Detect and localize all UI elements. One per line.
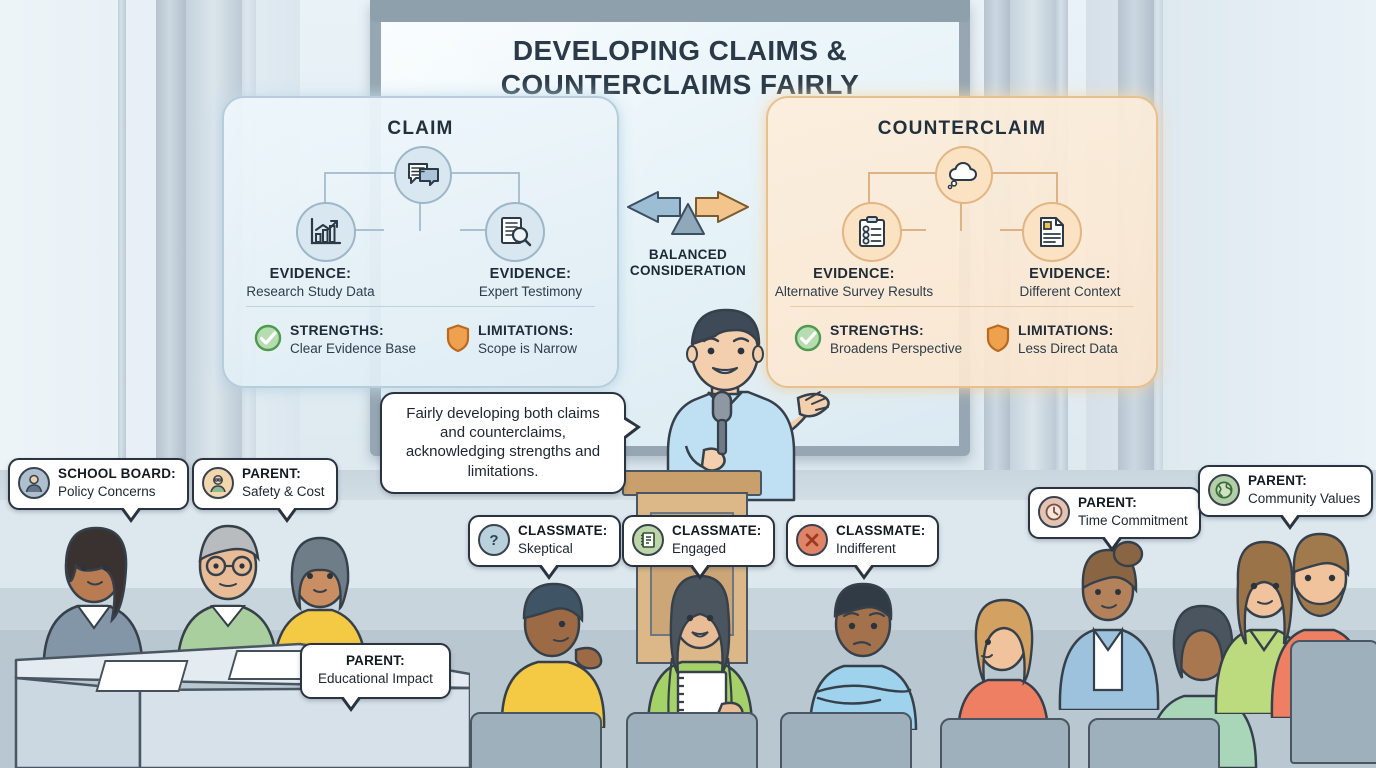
callout-head: PARENT: <box>1248 473 1307 488</box>
counter-connector-left-v <box>868 172 870 230</box>
chair-1 <box>470 712 602 768</box>
x-cross-icon <box>796 524 828 557</box>
title-line-1: DEVELOPING CLAIMS & <box>512 35 848 66</box>
counter-strengths-head: STRENGTHS: <box>830 322 924 338</box>
page-title: DEVELOPING CLAIMS & COUNTERCLAIMS FAIRLY <box>400 34 960 102</box>
person-glasses-icon <box>202 467 234 500</box>
callout-parent-educational-impact[interactable]: PARENT: Educational Impact <box>300 643 451 712</box>
speech-bubbles-icon <box>393 146 452 204</box>
claim-limitations-head: LIMITATIONS: <box>478 322 574 338</box>
claim-evidence-left-head: EVIDENCE: <box>269 266 352 282</box>
counter-panel-divider <box>790 306 1134 307</box>
counter-connector-center-v <box>960 198 962 231</box>
counterclaim-panel[interactable]: COUNTERCLAIM <box>766 96 1158 388</box>
claim-panel[interactable]: CLAIM <box>222 96 619 388</box>
pillar-1 <box>118 0 126 470</box>
claim-limitations-sub: Scope is Narrow <box>478 341 578 357</box>
claim-evidence-left-sub: Research Study Data <box>246 284 375 300</box>
balanced-consideration: BALANCED CONSIDERATION <box>612 190 764 279</box>
counter-limitations-row: LIMITATIONS: Less Direct Data <box>986 322 1118 359</box>
claim-evidence-right-head: EVIDENCE: <box>489 266 572 282</box>
callout-sub: Policy Concerns <box>58 484 156 500</box>
counter-evidence-right-head: EVIDENCE: <box>1029 266 1111 282</box>
balance-line-2: CONSIDERATION <box>629 263 747 279</box>
document-page-icon <box>1022 202 1082 262</box>
callout-sub: Time Commitment <box>1078 513 1188 529</box>
title-line-2: COUNTERCLAIMS FAIRLY <box>500 69 860 101</box>
callout-parent-community-values[interactable]: PARENT: Community Values <box>1198 465 1374 530</box>
shield-icon <box>986 324 1010 357</box>
pillar-2 <box>156 0 186 470</box>
chair-3 <box>780 712 912 768</box>
student-skeptical <box>480 578 630 733</box>
callout-sub: Engaged <box>672 541 727 557</box>
callout-sub: Community Values <box>1248 491 1361 507</box>
paper-1 <box>95 660 189 692</box>
counterclaim-panel-title: COUNTERCLAIM <box>877 118 1047 139</box>
globe-icon <box>1208 474 1240 507</box>
student-engaged <box>630 572 770 733</box>
claim-panel-divider <box>246 306 595 307</box>
claim-strengths-sub: Clear Evidence Base <box>290 341 417 357</box>
chair-5 <box>1088 718 1220 768</box>
projection-screen-header <box>370 0 970 22</box>
callout-sub: Educational Impact <box>318 671 433 687</box>
clock-icon <box>1038 496 1070 529</box>
callout-school-board-policy[interactable]: SCHOOL BOARD: Policy Concerns <box>8 458 189 523</box>
callout-head: PARENT: <box>345 653 405 668</box>
balance-line-1: BALANCED <box>648 247 728 262</box>
person-avatar-icon <box>18 467 50 500</box>
callout-classmate-indifferent[interactable]: CLASSMATE: Indifferent <box>786 515 939 580</box>
counter-evidence-left-head: EVIDENCE: <box>813 266 895 282</box>
callout-sub: Safety & Cost <box>242 484 325 500</box>
counter-limitations-sub: Less Direct Data <box>1018 341 1118 357</box>
callout-head: CLASSMATE: <box>836 523 926 538</box>
callout-head: SCHOOL BOARD: <box>58 466 176 481</box>
counter-evidence-left: EVIDENCE: Alternative Survey Results <box>754 266 954 300</box>
claim-evidence-left: EVIDENCE: Research Study Data <box>218 266 403 300</box>
callout-sub: Indifferent <box>836 541 896 557</box>
counter-evidence-right: EVIDENCE: Different Context <box>970 266 1170 300</box>
counter-strengths-row: STRENGTHS: Broadens Perspective <box>794 322 962 359</box>
shield-icon <box>446 324 470 357</box>
question-mark-icon: ? <box>478 524 510 557</box>
callout-classmate-skeptical[interactable]: ? CLASSMATE: Skeptical <box>468 515 621 580</box>
claim-connector-left-v <box>324 172 326 230</box>
callout-sub: Skeptical <box>518 541 573 557</box>
claim-connector-right-v <box>518 172 520 230</box>
claim-evidence-right-sub: Expert Testimony <box>478 284 583 300</box>
audience-member-2 <box>1040 540 1180 715</box>
chair-4 <box>940 718 1070 768</box>
counter-limitations-head: LIMITATIONS: <box>1018 322 1114 338</box>
callout-parent-time-commitment[interactable]: PARENT: Time Commitment <box>1028 487 1201 552</box>
double-arrow-scale-icon <box>612 191 764 240</box>
clipboard-checklist-icon <box>842 202 902 262</box>
callout-head: PARENT: <box>1078 495 1137 510</box>
notebook-icon <box>632 524 664 557</box>
counter-connector-right-v <box>1056 172 1058 230</box>
counter-strengths-sub: Broadens Perspective <box>830 341 963 357</box>
counter-evidence-right-sub: Different Context <box>1019 284 1121 300</box>
check-circle-icon <box>794 324 822 357</box>
claim-connector-center-v <box>419 198 421 231</box>
callout-head: CLASSMATE: <box>672 523 762 538</box>
bar-chart-growth-icon <box>296 202 356 262</box>
claim-evidence-right: EVIDENCE: Expert Testimony <box>438 266 623 300</box>
claim-limitations-row: LIMITATIONS: Scope is Narrow <box>446 322 577 359</box>
claim-strengths-row: STRENGTHS: Clear Evidence Base <box>254 322 416 359</box>
callout-parent-safety-cost[interactable]: PARENT: Safety & Cost <box>192 458 338 523</box>
speaker-speech-bubble: Fairly developing both claims and counte… <box>380 392 641 494</box>
chair-2 <box>626 712 758 768</box>
thought-cloud-icon <box>935 146 993 204</box>
callout-head: PARENT: <box>242 466 301 481</box>
claim-panel-title: CLAIM <box>387 118 454 139</box>
callout-head: CLASSMATE: <box>518 523 608 538</box>
claim-strengths-head: STRENGTHS: <box>290 322 384 338</box>
pillar-7 <box>1154 0 1163 470</box>
counter-evidence-left-sub: Alternative Survey Results <box>774 284 934 300</box>
callout-classmate-engaged[interactable]: CLASSMATE: Engaged <box>622 515 775 580</box>
chair-6 <box>1290 640 1376 764</box>
check-circle-icon <box>254 324 282 357</box>
document-magnifier-icon <box>485 202 545 262</box>
